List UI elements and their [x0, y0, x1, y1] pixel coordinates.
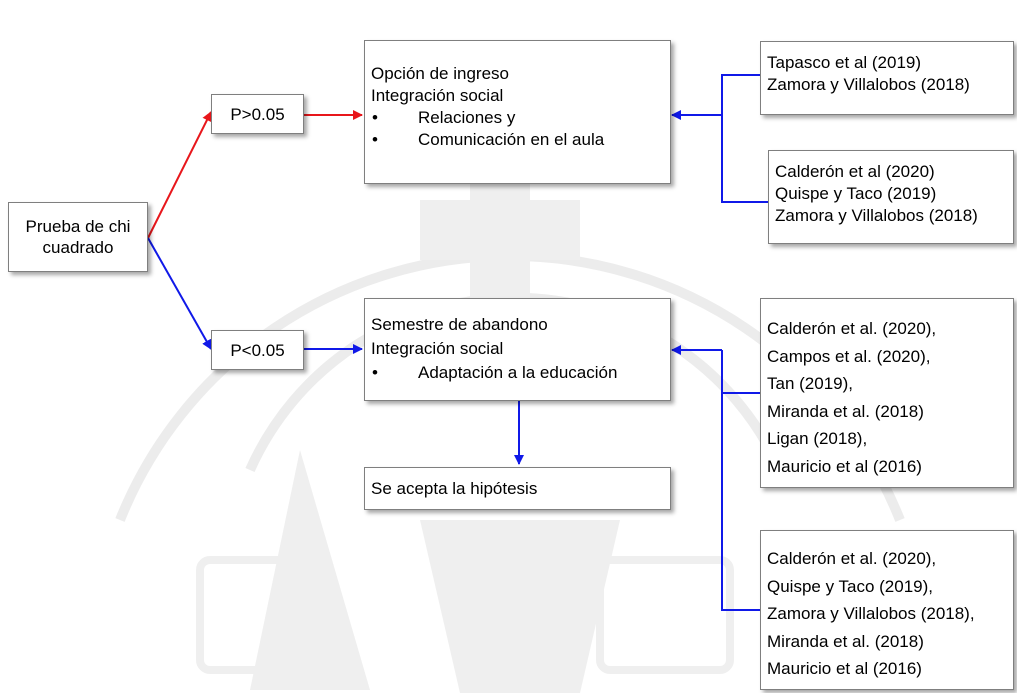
bullet-marker: •	[372, 363, 378, 382]
result-low-line1: Semestre de abandono	[371, 315, 548, 334]
reference-item: Tapasco et al (2019)	[767, 53, 922, 72]
references-bottom-bracket	[721, 392, 768, 611]
branch-node-low-label: P<0.05	[230, 340, 285, 360]
reference-item: Miranda et al. (2018)	[767, 631, 924, 651]
root-to-low-arrow	[147, 237, 212, 350]
root-node-line2: cuadrado	[42, 238, 114, 257]
result-high-bullet-1: • Relaciones y	[371, 107, 664, 129]
references-group-3: Calderón et al. (2020), Campos et al. (2…	[760, 298, 1014, 488]
root-node-chi-square: Prueba de chi cuadrado	[8, 202, 148, 272]
result-high-line2: Integración social	[371, 86, 504, 105]
reference-item: Quispe y Taco (2019)	[775, 184, 937, 203]
reference-item: Campos et al. (2020),	[767, 346, 931, 366]
reference-item: Zamora y Villalobos (2018)	[775, 206, 978, 225]
reference-item: Mauricio et al (2016)	[767, 659, 922, 678]
references-top-bracket	[721, 74, 768, 203]
result-high-bullet-2: • Comunicación en el aula	[371, 129, 664, 151]
reference-item: Calderón et al (2020)	[775, 162, 935, 181]
reference-item: Calderón et al. (2020),	[767, 549, 937, 568]
conclusion-text: Se acepta la hipótesis	[371, 479, 538, 498]
root-node-line1: Prueba de chi	[25, 217, 131, 236]
result-high-line1: Opción de ingreso	[371, 64, 509, 83]
result-high-bullet-1-text: Relaciones y	[418, 108, 516, 127]
result-node-high: Opción de ingreso Integración social • R…	[364, 40, 671, 184]
bullet-marker: •	[372, 130, 378, 149]
reference-item: Ligan (2018),	[767, 429, 868, 448]
result-low-line2: Integración social	[371, 339, 504, 358]
result-low-bullet-1: • Adaptación a la educación	[371, 361, 664, 385]
result-node-low: Semestre de abandono Integración social …	[364, 298, 671, 401]
reference-item: Zamora y Villalobos (2018)	[767, 75, 970, 94]
branch-node-high: P>0.05	[211, 94, 304, 134]
reference-item: Quispe y Taco (2019),	[767, 576, 933, 596]
result-low-bullet-1-text: Adaptación a la educación	[418, 363, 618, 382]
reference-item: Miranda et al. (2018)	[767, 401, 924, 421]
result-high-bullet-2-text: Comunicación en el aula	[418, 130, 605, 149]
reference-item: Calderón et al. (2020),	[767, 319, 937, 338]
references-group-2: Calderón et al (2020) Quispe y Taco (201…	[768, 150, 1014, 244]
branch-node-low: P<0.05	[211, 330, 304, 370]
reference-item: Mauricio et al (2016)	[767, 456, 922, 476]
bullet-marker: •	[372, 108, 378, 127]
reference-item: Tan (2019),	[767, 374, 853, 393]
references-group-4: Calderón et al. (2020), Quispe y Taco (2…	[760, 530, 1014, 690]
conclusion-node: Se acepta la hipótesis	[364, 467, 671, 510]
branch-node-high-label: P>0.05	[230, 104, 285, 124]
root-to-high-arrow	[147, 111, 212, 239]
reference-item: Zamora y Villalobos (2018),	[767, 604, 975, 623]
references-group-1: Tapasco et al (2019) Zamora y Villalobos…	[760, 41, 1014, 115]
